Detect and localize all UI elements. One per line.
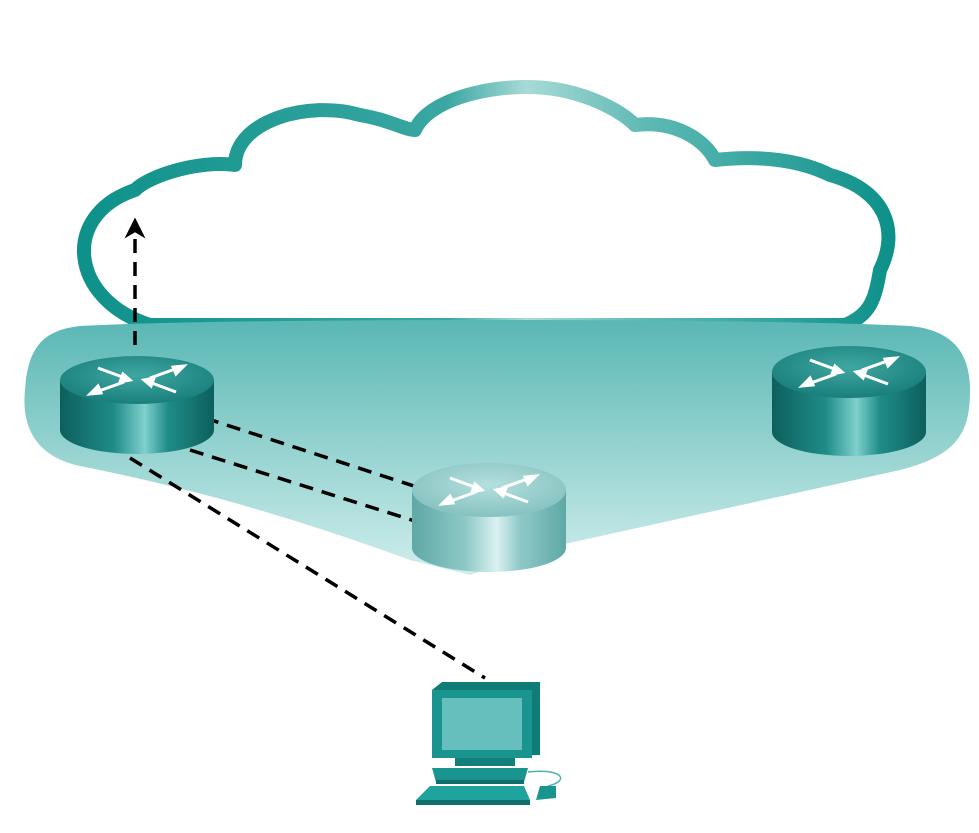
link-left-to-pc bbox=[129, 456, 486, 680]
link-left-to-center-1 bbox=[204, 416, 421, 490]
router-icon bbox=[772, 346, 926, 456]
desktop-computer-icon bbox=[416, 682, 562, 805]
router-icon bbox=[412, 463, 566, 572]
router-icon bbox=[60, 356, 214, 454]
cloud-icon bbox=[77, 79, 896, 332]
links bbox=[124, 217, 486, 680]
link-left-to-center-2 bbox=[189, 448, 419, 524]
highlight-area bbox=[24, 320, 971, 575]
